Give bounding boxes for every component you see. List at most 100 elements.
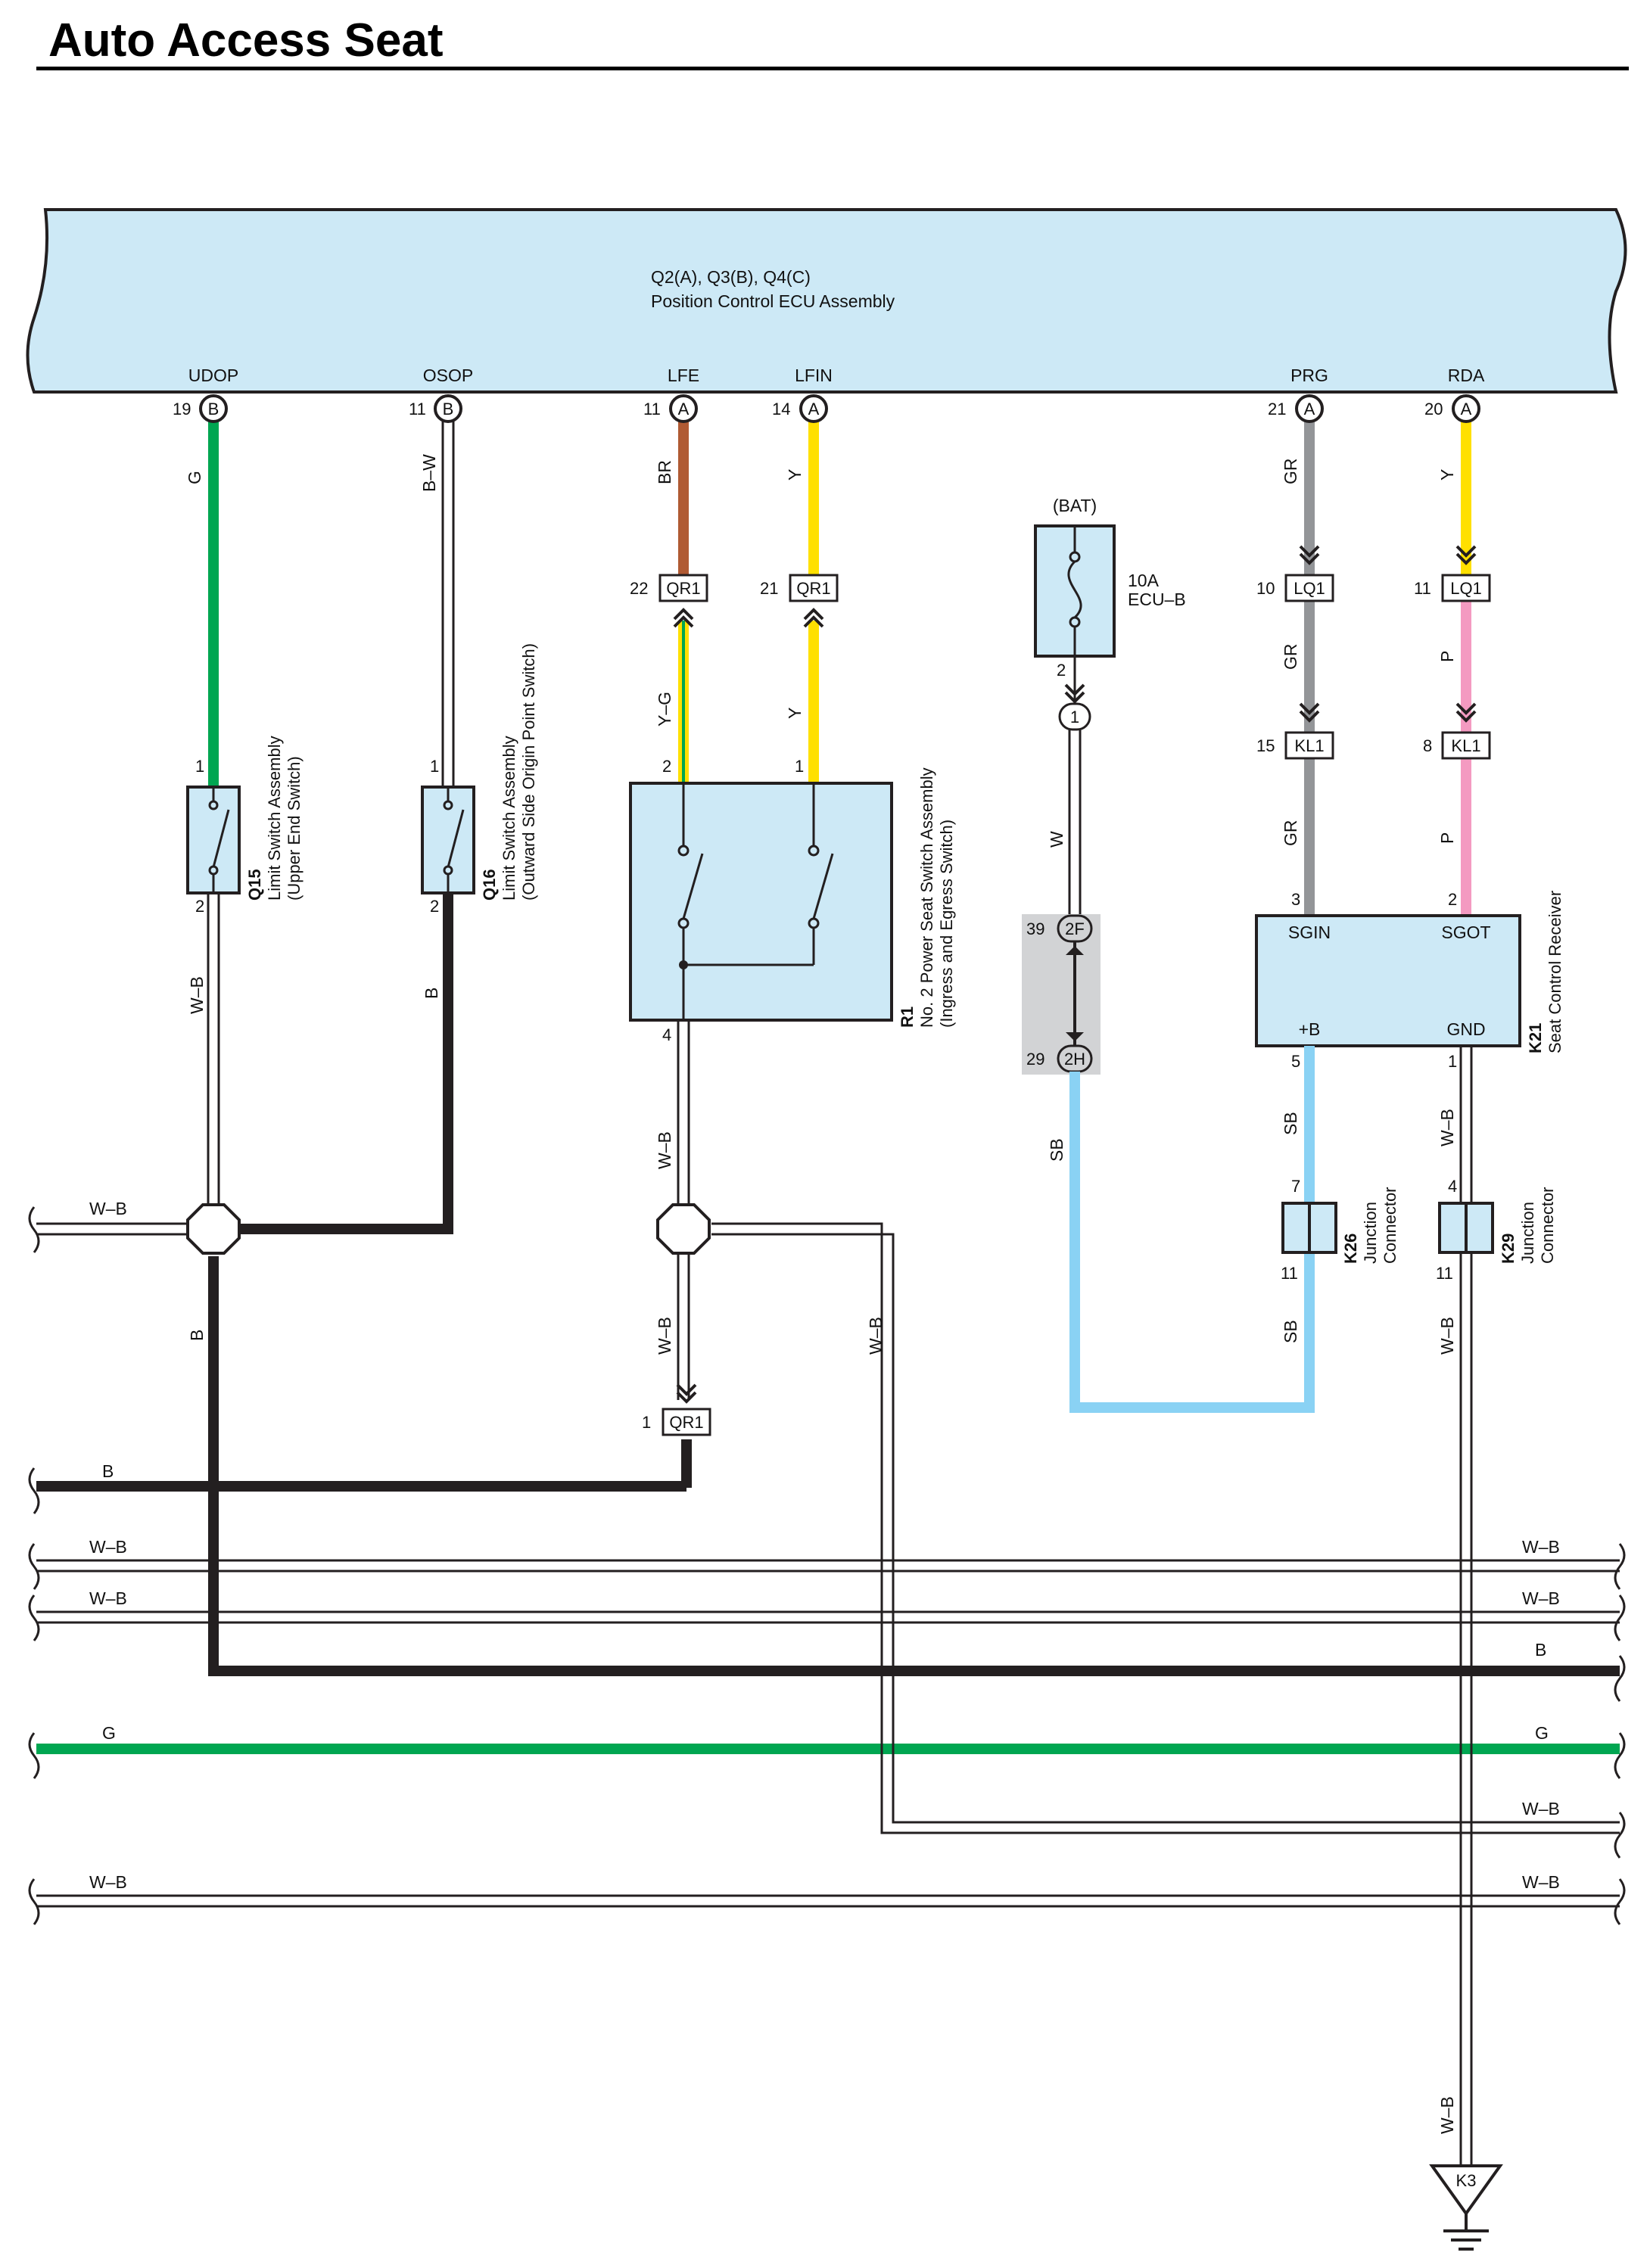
wire-label-sb-k26: SB: [1281, 1320, 1300, 1343]
ecu-pin-osop: 11: [409, 400, 426, 418]
wire-label-bw: B–W: [419, 454, 439, 492]
q15-sub: (Upper End Switch): [285, 756, 304, 901]
wire-label-wb-k21: W–B: [1437, 1109, 1457, 1146]
k26-ref: K26: [1341, 1234, 1360, 1264]
wire-label-br: BR: [655, 460, 674, 484]
wire-label-g-bus-r: G: [1535, 1723, 1549, 1743]
k26-name: Junction: [1361, 1202, 1380, 1264]
wire-label-sb-jb: SB: [1047, 1138, 1066, 1162]
jb-conn-2f: 2F: [1065, 919, 1085, 938]
fuse-rating: 10A: [1128, 571, 1160, 590]
page-title: Auto Access Seat: [48, 14, 444, 67]
wire-label-wb-bus3: W–B: [89, 1872, 127, 1892]
ground-label: K3: [1456, 2171, 1477, 2190]
ecu-conn-rda: A: [1461, 400, 1472, 418]
k29-pin-4: 4: [1448, 1177, 1457, 1196]
q16-pin-1: 1: [430, 757, 439, 776]
qr1-label-22: QR1: [666, 579, 700, 598]
kl1-label-15: KL1: [1294, 736, 1324, 755]
k26-sub: Connector: [1381, 1187, 1399, 1264]
terminal-osop: OSOP: [423, 366, 473, 385]
ecu-pin-prg: 21: [1268, 400, 1286, 418]
wire-label-wb-r1: W–B: [655, 1131, 674, 1169]
kl1-pin-15: 15: [1256, 736, 1275, 755]
wire-label-y-rda: Y: [1437, 469, 1457, 481]
r1-pin-2: 2: [662, 757, 671, 776]
r1-pin-1: 1: [795, 757, 804, 776]
k26-pin-7: 7: [1291, 1177, 1300, 1196]
k21-sgot: SGOT: [1441, 922, 1490, 942]
wire-label-wb-r1-side: W–B: [866, 1317, 886, 1355]
kl1-label-8: KL1: [1451, 736, 1480, 755]
r1-pin-4: 4: [662, 1025, 671, 1044]
qr1-label-1: QR1: [669, 1413, 703, 1432]
wire-label-wb-bus2-r: W–B: [1522, 1588, 1560, 1608]
k21-ref: K21: [1526, 1023, 1545, 1053]
wire-label-y-lfin: Y: [785, 469, 805, 481]
q16-pin-2: 2: [430, 897, 439, 916]
qr1-label-21: QR1: [796, 579, 830, 598]
k21-pin-5: 5: [1291, 1052, 1300, 1071]
title-rule: [36, 67, 1629, 70]
splice-junction-left: [186, 1203, 241, 1255]
qr1-pin-22: 22: [630, 579, 648, 598]
kl1-pin-8: 8: [1423, 736, 1432, 755]
qr1-connectors: QR1 22 QR1 21 QR1 1: [630, 574, 839, 1436]
wire-label-wb-left: W–B: [89, 1199, 127, 1218]
k21-name: Seat Control Receiver: [1546, 891, 1564, 1053]
wire-label-yg: Y–G: [655, 692, 674, 726]
wire-label-gr-3: GR: [1281, 820, 1300, 847]
k29-ref: K29: [1499, 1234, 1518, 1264]
q15-pin-1: 1: [195, 757, 204, 776]
ecu-pin-rda: 20: [1424, 400, 1443, 418]
q16-ref: Q16: [480, 869, 499, 901]
wire-label-wb-k29: W–B: [1437, 1317, 1457, 1355]
qr1-pin-21: 21: [760, 579, 778, 598]
ecu-assembly: Q2(A), Q3(B), Q4(C) Position Control ECU…: [26, 208, 1627, 394]
q15-pin-2: 2: [195, 897, 204, 916]
lq1-pin-10: 10: [1256, 579, 1275, 598]
q16-limit-switch: 1 2 Q16 Limit Switch Assembly (Outward S…: [421, 643, 538, 916]
k21-plus-b: +B: [1299, 1019, 1321, 1039]
wire-label-gr: GR: [1281, 459, 1300, 485]
r1-name: No. 2 Power Seat Switch Assembly: [917, 767, 936, 1028]
wire-label-wb-bus4-r: W–B: [1522, 1799, 1560, 1818]
battery-fuse-circuit: (BAT) 10A ECU–B 2 1 W 2F 39 2H 29 SB: [1022, 496, 1315, 1413]
splice-junction-r1: [656, 1203, 711, 1255]
prg-rda-circuit: GR Y GR P GR P LQ1 10 LQ1 11 KL1 15 KL1 …: [1256, 415, 1491, 916]
wire-label-wb-ground: W–B: [1437, 2096, 1457, 2134]
ecu-name: Position Control ECU Assembly: [651, 291, 895, 311]
ecu-conn-lfe: A: [678, 400, 690, 418]
k29-sub: Connector: [1538, 1187, 1557, 1264]
terminal-lfe: LFE: [668, 366, 699, 385]
r1-ref: R1: [898, 1006, 917, 1028]
wire-label-b-left: B: [102, 1461, 114, 1481]
ecu-conn-udop: B: [208, 400, 219, 418]
k29-pin-11: 11: [1436, 1264, 1453, 1283]
q15-limit-switch: 1 2 Q15 Limit Switch Assembly (Upper End…: [186, 736, 304, 916]
k26-pin-11: 11: [1281, 1264, 1298, 1283]
wire-label-g: G: [185, 471, 204, 484]
udop-circuit: G W–B B: [185, 415, 448, 1676]
q16-name: Limit Switch Assembly: [500, 736, 518, 901]
ecu-pin-udop: 19: [173, 400, 191, 418]
fuse-pin-2: 2: [1057, 661, 1066, 680]
k21-pin-3: 3: [1291, 890, 1300, 909]
wire-label-y-r1: Y: [785, 708, 805, 719]
k21-gnd: GND: [1446, 1019, 1485, 1039]
ecu-pin-lfin: 14: [772, 400, 790, 418]
wire-label-wb-q15: W–B: [187, 976, 207, 1014]
q15-ref: Q15: [245, 869, 264, 901]
wire-label-wb-r1-low: W–B: [655, 1317, 674, 1355]
wire-label-b-bus-r: B: [1535, 1640, 1546, 1660]
k29-name: Junction: [1518, 1202, 1537, 1264]
k21-seat-control-receiver: SGIN SGOT +B GND 3 2 5 1 K21 Seat Contro…: [1255, 890, 1564, 1071]
k21-pin-2: 2: [1448, 890, 1457, 909]
bus-lines: W–B B W–B W–B G W–B W–B W–B B G W–B W–B: [28, 1199, 1626, 1925]
terminal-rda: RDA: [1448, 366, 1485, 385]
lq1-label-10: LQ1: [1294, 579, 1325, 598]
ecu-terminal-pins: B 19 B 11 A 11 A 14 A 21 A 20: [173, 394, 1480, 423]
lq1-label-11: LQ1: [1450, 579, 1482, 598]
wire-label-gr-2: GR: [1281, 644, 1300, 670]
k21-pin-1: 1: [1448, 1052, 1457, 1071]
